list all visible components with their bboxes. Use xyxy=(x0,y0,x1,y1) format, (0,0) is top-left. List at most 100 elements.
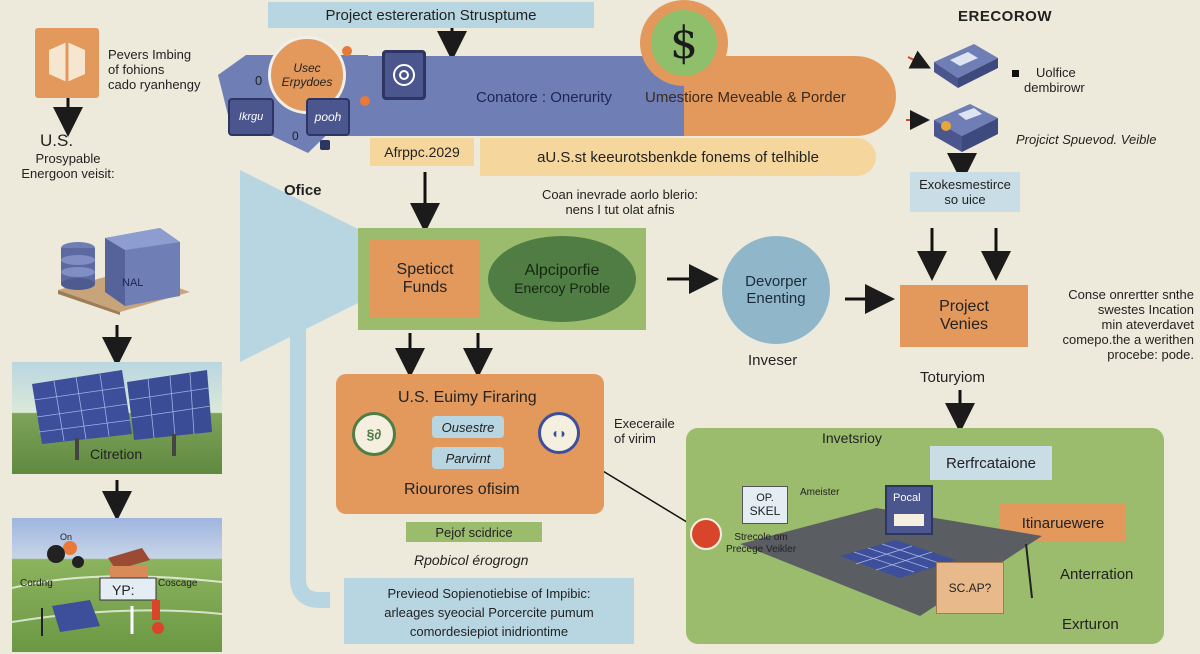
left-top-line-1: Pevers Imbing xyxy=(108,47,192,62)
refr-box: Rerfrcataione xyxy=(930,446,1052,480)
note-line-1: Coan inevrade aorlo blerio: xyxy=(541,187,699,202)
green-tag-text: Pejof scidrice xyxy=(435,524,513,540)
side-paragraph: Conse onrertter snthe swestes Incation m… xyxy=(1044,287,1195,363)
top-right-line-2: dembirowr xyxy=(1024,79,1085,95)
scene-label-coscage: Coscage xyxy=(158,578,198,589)
connector-diagonal xyxy=(587,461,701,531)
small-square-icon xyxy=(1012,70,1019,77)
title-banner-text: Project estereration Strusptume xyxy=(325,6,537,24)
brand-label: ERECOROW xyxy=(958,8,1052,25)
pill-1-text: Ousestre xyxy=(441,419,495,435)
problem-line-2: Enercoy Proble xyxy=(514,280,610,296)
left-top-line-3: cado ryanhengy xyxy=(108,76,201,92)
red-badge-icon xyxy=(690,518,722,550)
project-line-1: Project xyxy=(939,298,989,315)
us-sub-line-1: Prosypable xyxy=(35,151,101,166)
itin-box: Itinaruewere xyxy=(1000,504,1126,542)
flow-bar-right xyxy=(684,56,896,136)
developer-circle: Devorper Enenting xyxy=(722,236,830,344)
side-paragraph-line-2: swestes Incation xyxy=(1097,301,1194,317)
us-sub-line-2: Energoon veisit: xyxy=(21,165,115,181)
us-label: U.S. xyxy=(40,131,74,150)
exchange-box: Exokesmestirce so uice xyxy=(910,172,1020,212)
financing-title: U.S. Euimy Firaring xyxy=(398,389,537,406)
orange-dot-1 xyxy=(342,46,352,56)
badge-right-text: pooh xyxy=(314,110,342,124)
document-icon xyxy=(382,50,426,100)
tool-icon: ◖◗ xyxy=(538,412,580,454)
side-paragraph-line-1: Conse onrertter snthe xyxy=(1068,287,1194,302)
bottom-note-line-3: comordesiepiot inidriontime xyxy=(409,624,569,639)
funds-line-2: Funds xyxy=(402,279,448,296)
badge-left: Ikrgu xyxy=(228,98,274,136)
server-illustration xyxy=(50,220,195,315)
investsrioy-label: Invetsrioy xyxy=(822,430,882,446)
loop-arrow xyxy=(240,170,432,608)
info-bar: aU.S.st keeurotsbenkde fonems of telhibl… xyxy=(480,138,876,176)
project-sp-label: Projcict Spuevod. Veible xyxy=(1016,132,1157,147)
strecode-line-1: Strecole om xyxy=(734,532,788,543)
us-sub-text: Prosypable Energoon veisit: xyxy=(8,151,128,182)
note-line-2: nens I tut olat afnis xyxy=(565,201,675,217)
handshake-icon: §∂ xyxy=(352,412,396,456)
folder-icon xyxy=(35,28,99,98)
sc-box: SC.AP? xyxy=(936,562,1004,614)
top-right-line-1: Uolfice xyxy=(1036,65,1076,80)
solar-panel-scene xyxy=(12,362,222,474)
badge-right: pooh xyxy=(306,98,350,136)
cube-icon-top xyxy=(930,40,1002,90)
green-tag: Pejof scidrice xyxy=(406,522,542,542)
problem-ellipse: Alpciporfie Enercoy Proble xyxy=(488,236,636,322)
left-top-line-2: of fohions xyxy=(108,61,165,77)
side-note-line-1: Execeraile xyxy=(614,416,675,431)
funds-box: Speticct Funds xyxy=(370,240,480,318)
itin-text: Itinaruewere xyxy=(1021,514,1105,532)
strecode-line-2: Precege Veikler xyxy=(726,543,797,555)
side-note: Execeraile of virim xyxy=(614,416,675,447)
pill-2-text: Parvirnt xyxy=(445,450,491,466)
exchange-line-2: so uice xyxy=(944,192,986,207)
left-top-text: Pevers Imbing of fohions cado ryanhengy xyxy=(108,47,228,93)
bottom-note-line-2: arleages syeocial Porcercite pumum xyxy=(384,605,594,620)
sign-box: OP. SKEL xyxy=(742,486,788,524)
developer-line-1: Devorper xyxy=(745,273,807,290)
pill-2: Parvirnt xyxy=(432,447,504,469)
exchange-line-1: Exokesmestirce xyxy=(919,177,1011,192)
note-text: Coan inevrade aorlo blerio: nens I tut o… xyxy=(520,187,720,218)
info-bar-text: aU.S.st keeurotsbenkde fonems of telhibl… xyxy=(537,148,819,166)
refr-text: Rerfrcataione xyxy=(945,454,1037,472)
solar-label: Citretion xyxy=(90,446,143,462)
anteration-label: Anterration xyxy=(1060,566,1134,583)
date-tag: Afrppc.2029 xyxy=(370,138,474,166)
sign-line-1: OP. xyxy=(756,492,774,504)
italic-tag: Rpobicol érogrogn xyxy=(414,552,529,568)
bubble-line-1: Usec xyxy=(293,61,321,75)
bubble-zero: 0 xyxy=(255,73,263,88)
bottom-note-box: Previeod Sopienotiebise of Impibic: arle… xyxy=(344,578,634,644)
financing-footer: Riourores ofisim xyxy=(404,481,520,498)
platform-illustration xyxy=(736,478,1046,618)
side-paragraph-line-4: comepo.the a werithen xyxy=(1062,331,1194,347)
small-lock-icon xyxy=(320,140,330,150)
bubble-line-2: Erpydoes xyxy=(281,75,333,89)
bottom-note-line-1: Previeod Sopienotiebise of Impibic: xyxy=(387,586,591,601)
strecode-text: Strecole om Precege Veikler xyxy=(726,532,796,555)
dollar-sign: $ xyxy=(670,17,698,69)
scene-label-on: On xyxy=(60,532,73,542)
cube-icon-mid xyxy=(930,100,1002,156)
scene-label-yp: YP: xyxy=(112,582,135,598)
title-banner: Project estereration Strusptume xyxy=(268,2,594,28)
side-note-line-2: of virim xyxy=(614,430,656,446)
orange-dot-2 xyxy=(360,96,370,106)
exrturon-label: Exrturon xyxy=(1062,616,1119,633)
side-paragraph-line-3: min ateverdavet xyxy=(1101,316,1195,332)
badge-zero: 0 xyxy=(292,129,299,143)
sc-box-text: SC.AP? xyxy=(948,581,992,595)
side-paragraph-line-5: procebe: pode. xyxy=(1107,346,1194,362)
badge-left-text: Ikrgu xyxy=(238,111,264,123)
funds-line-1: Speticct xyxy=(396,261,454,278)
top-right-text: Uolfice dembirowr xyxy=(1024,65,1085,96)
arrow-red-1 xyxy=(907,50,931,69)
problem-line-1: Alpciporfie xyxy=(524,262,600,279)
pill-1: Ousestre xyxy=(432,416,504,438)
